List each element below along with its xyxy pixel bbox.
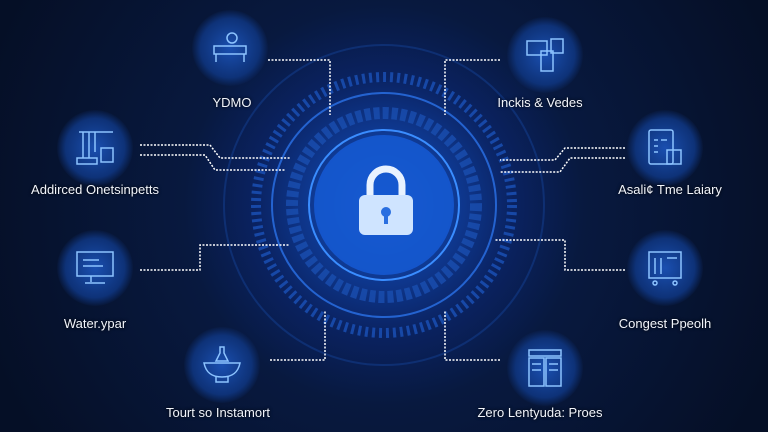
- node-cart: [627, 230, 703, 306]
- hospital-bed-icon: [213, 32, 247, 62]
- monitor-icon: [76, 251, 114, 284]
- node-tablet: [627, 110, 703, 186]
- devices-icon: [526, 38, 564, 72]
- cart-icon: [648, 251, 682, 286]
- node-lab-equipment: [57, 110, 133, 186]
- node-label: Zero Lentyuda: Proes: [477, 405, 603, 420]
- node-monitor: [57, 230, 133, 306]
- node-devices: [507, 17, 583, 93]
- lab-equipment-icon: [76, 131, 114, 165]
- node-document-panels: [507, 330, 583, 406]
- tablet-icon: [648, 129, 682, 165]
- connectors: [140, 59, 625, 361]
- padlock-icon: [359, 165, 413, 235]
- node-label: Addirced Onetsinpetts: [31, 182, 159, 197]
- node-bathtub: [184, 327, 260, 403]
- bathtub-icon: [203, 346, 241, 383]
- node-label: Congest Ppeolh: [618, 316, 712, 331]
- node-hospital-bed: [192, 10, 268, 86]
- node-label: Inckis & Vedes: [497, 95, 583, 110]
- node-label: Asali¢ Tme Laiary: [618, 182, 722, 197]
- node-label: Tourt so Instamort: [165, 405, 271, 420]
- node-label: YDMO: [212, 95, 252, 110]
- document-panels-icon: [528, 349, 562, 387]
- node-label: Water.ypar: [63, 316, 127, 331]
